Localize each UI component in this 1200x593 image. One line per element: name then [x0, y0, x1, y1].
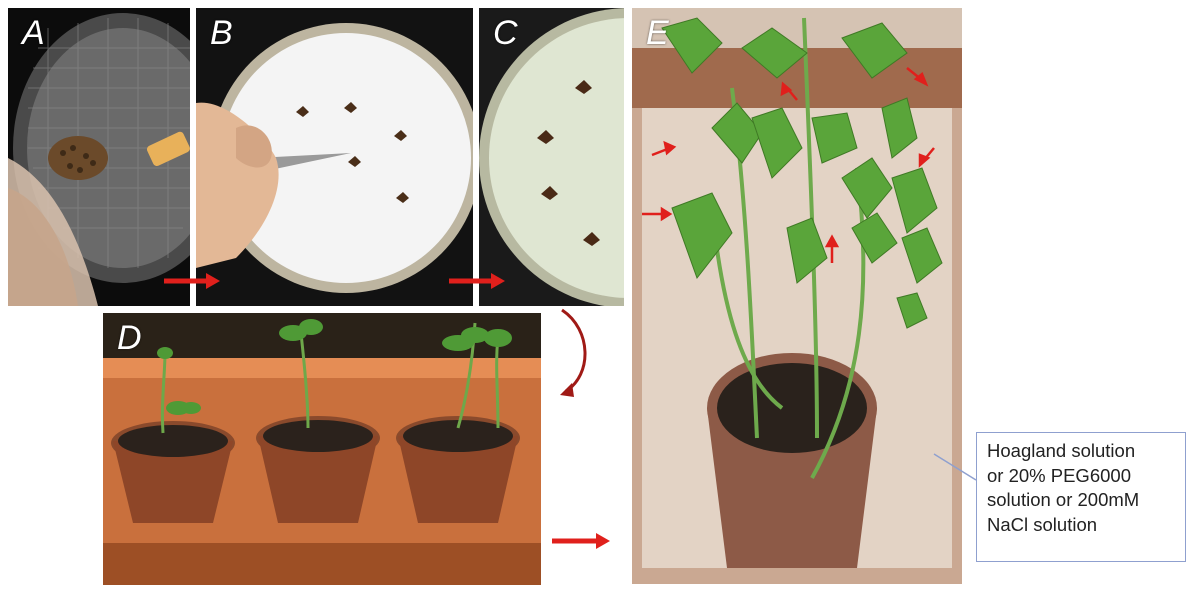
panel-c: C [479, 8, 624, 306]
pot-1 [111, 421, 235, 523]
panel-a: A [8, 8, 190, 306]
panel-e: E [632, 8, 962, 584]
panel-b-photo [196, 8, 473, 306]
note-line-2: or 20% PEG6000 [987, 464, 1131, 486]
note-line-4: NaCl solution [987, 513, 1098, 535]
note-connector [933, 453, 977, 481]
panel-e-photo [632, 8, 962, 584]
arrow-d-to-e [552, 533, 610, 549]
panel-c-label: C [493, 14, 518, 52]
treatment-note: Hoagland solution or 20% PEG6000 solutio… [976, 432, 1186, 562]
pot-3 [396, 416, 520, 523]
panel-a-label: A [22, 14, 45, 52]
panel-c-photo [479, 8, 624, 306]
panel-d-photo [103, 313, 541, 585]
arrow-a-to-b [164, 273, 220, 289]
panel-e-label: E [646, 14, 669, 52]
arrow-c-to-d [560, 308, 587, 397]
arrow-b-to-c [449, 273, 505, 289]
panel-d-label: D [117, 319, 142, 357]
note-line-1: Hoagland solution [987, 440, 1136, 461]
panel-b: B [196, 8, 473, 306]
panel-d: D [103, 313, 541, 585]
note-line-3: solution or 200mM [987, 489, 1140, 510]
pot-2 [256, 416, 380, 523]
panel-b-label: B [210, 14, 233, 52]
panel-a-photo [8, 8, 190, 306]
